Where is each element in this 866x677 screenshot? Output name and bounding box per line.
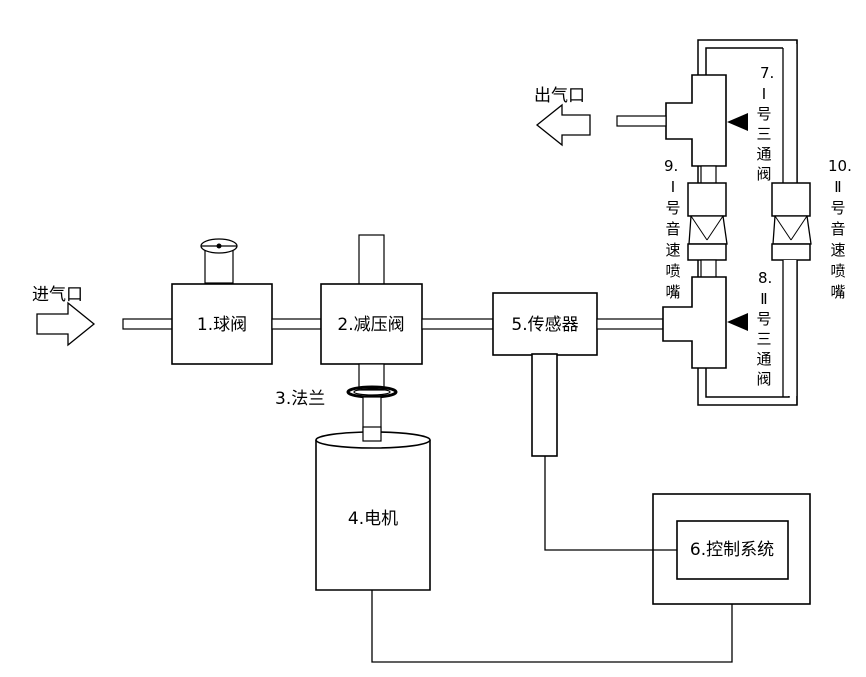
outlet-label: 出气口	[534, 86, 585, 106]
svg-text:音: 音	[830, 220, 845, 238]
tee-valve-1-marker	[727, 113, 748, 131]
svg-text:号: 号	[665, 199, 680, 217]
sensor	[492, 292, 598, 457]
svg-text:通: 通	[756, 145, 771, 163]
svg-text:阀: 阀	[756, 165, 771, 183]
nozzle-1-label: 9. Ⅰ 号 音 速 喷 嘴	[664, 157, 681, 301]
motor	[315, 426, 431, 591]
ball-valve	[171, 238, 273, 365]
sensor-stem	[531, 353, 558, 457]
svg-text:嘴: 嘴	[665, 283, 680, 301]
pipe-2-5	[421, 318, 494, 330]
svg-text:喷: 喷	[830, 262, 845, 280]
sensor-control-wire	[544, 456, 677, 551]
svg-text:喷: 喷	[665, 262, 680, 280]
svg-text:三: 三	[756, 330, 771, 348]
tee-valve-2-num: 8.	[758, 269, 772, 287]
svg-text:Ⅱ: Ⅱ	[834, 178, 841, 196]
nozzle-2-num: 10.	[828, 157, 852, 175]
pipe-5-8	[596, 318, 664, 330]
svg-text:Ⅱ: Ⅱ	[760, 290, 767, 308]
svg-text:Ⅰ: Ⅰ	[762, 85, 766, 103]
svg-text:号: 号	[756, 105, 771, 123]
outlet-pipe	[616, 115, 667, 127]
inlet-pipe	[122, 318, 174, 330]
svg-text:嘴: 嘴	[830, 283, 845, 301]
flange-label: 3.法兰	[275, 389, 325, 409]
pipe-1-2	[271, 318, 322, 330]
svg-text:通: 通	[756, 350, 771, 368]
tee-valve-1-label: 7. Ⅰ 号 三 通 阀	[756, 64, 774, 183]
tee-valve-1	[616, 74, 748, 185]
inlet-label: 进气口	[32, 285, 83, 305]
reducing-valve-top-stem	[358, 234, 385, 286]
nozzle-1	[687, 182, 728, 279]
svg-text:Ⅰ: Ⅰ	[671, 178, 675, 196]
pressure-reducing-valve	[320, 234, 423, 391]
nozzle-2	[771, 182, 812, 405]
tee-valve-2-marker	[727, 313, 748, 331]
nozzle-1-num: 9.	[664, 157, 678, 175]
nozzle-2-label: 10. Ⅱ 号 音 速 喷 嘴	[828, 157, 852, 301]
svg-text:号: 号	[830, 199, 845, 217]
tee-valve-2	[662, 276, 748, 369]
control-system	[652, 493, 811, 605]
sensor-label: 5.传感器	[511, 315, 578, 335]
tee-1-neck	[700, 165, 717, 185]
outlet-arrow	[535, 103, 591, 147]
svg-text:速: 速	[830, 241, 845, 259]
control-system-label: 6.控制系统	[690, 540, 774, 560]
svg-text:号: 号	[756, 310, 771, 328]
motor-label: 4.电机	[348, 509, 398, 529]
ball-valve-label: 1.球阀	[197, 315, 247, 335]
reducing-valve-label: 2.减压阀	[337, 315, 404, 335]
motor-control-wire	[371, 590, 733, 663]
inlet-arrow	[36, 301, 96, 347]
svg-text:速: 速	[665, 241, 680, 259]
svg-text:三: 三	[756, 125, 771, 143]
tee-valve-2-label: 8. Ⅱ 号 三 通 阀	[756, 269, 772, 388]
svg-text:阀: 阀	[756, 370, 771, 388]
svg-text:音: 音	[665, 220, 680, 238]
tee-valve-1-num: 7.	[760, 64, 774, 82]
